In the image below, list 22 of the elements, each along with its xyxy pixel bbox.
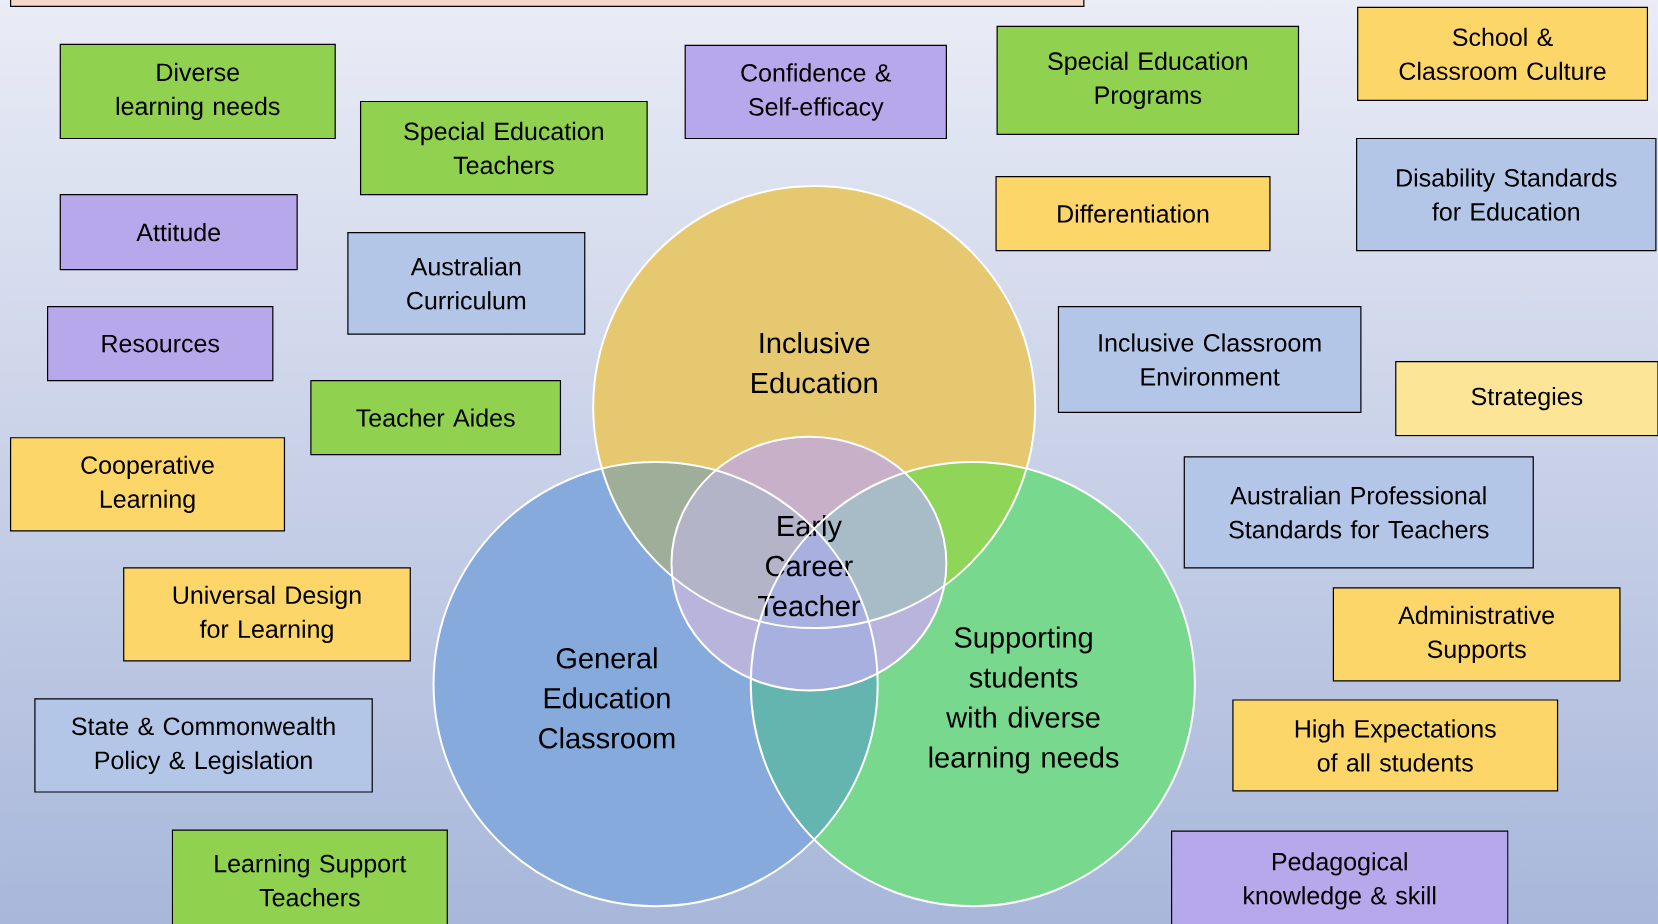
- label-box: High Expectations of all students: [1232, 699, 1559, 792]
- label-box: Disability Standards for Education: [1356, 137, 1657, 252]
- label-box: Cooperative Learning: [10, 437, 286, 532]
- label-box: Learning Support Teachers: [171, 829, 448, 924]
- label-box: Confidence & Self-efficacy: [684, 44, 947, 140]
- label-box: Strategies: [1395, 361, 1658, 437]
- label-box: Diverse learning needs: [59, 43, 336, 140]
- label-box: State & Commonwealth Policy & Legislation: [34, 698, 373, 793]
- label-box: Australian Professional Standards for Teachers: [1183, 456, 1534, 569]
- label-box: Pedagogical knowledge & skill: [1171, 830, 1509, 924]
- label-box: Resources: [47, 306, 274, 382]
- label-box: Attitude: [59, 193, 298, 271]
- label-box: Special Education Teachers: [360, 100, 648, 196]
- label-box: [10, 0, 1085, 7]
- label-box: Teacher Aides: [310, 380, 562, 456]
- label-box: Universal Design for Learning: [123, 567, 411, 662]
- label-box: Inclusive Classroom Environment: [1057, 306, 1362, 413]
- label-box: Special Education Programs: [996, 25, 1300, 135]
- label-box: Differentiation: [995, 176, 1271, 252]
- label-box: Administrative Supports: [1332, 587, 1621, 682]
- label-box: Australian Curriculum: [347, 232, 586, 335]
- label-box: School & Classroom Culture: [1357, 6, 1649, 102]
